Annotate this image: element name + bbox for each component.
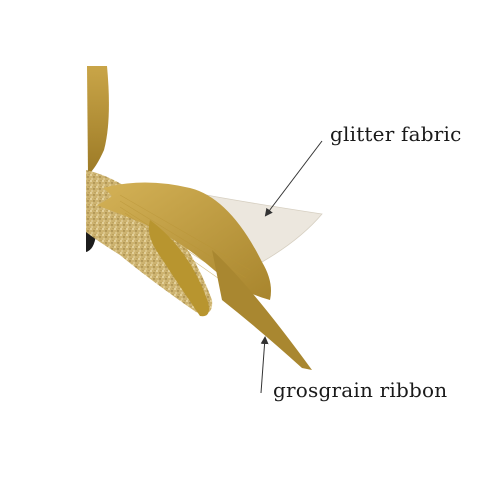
glitter-arrow [264,140,323,217]
grosgrain-arrow [260,336,269,394]
upper-ribbon-strip [87,66,109,175]
glitter-fabric-label: glitter fabric [330,122,462,146]
grosgrain-tail [212,250,312,370]
grosgrain-ribbon-label: grosgrain ribbon [273,378,448,402]
glitter-tip [86,170,112,210]
grosgrain-fold [148,220,209,317]
